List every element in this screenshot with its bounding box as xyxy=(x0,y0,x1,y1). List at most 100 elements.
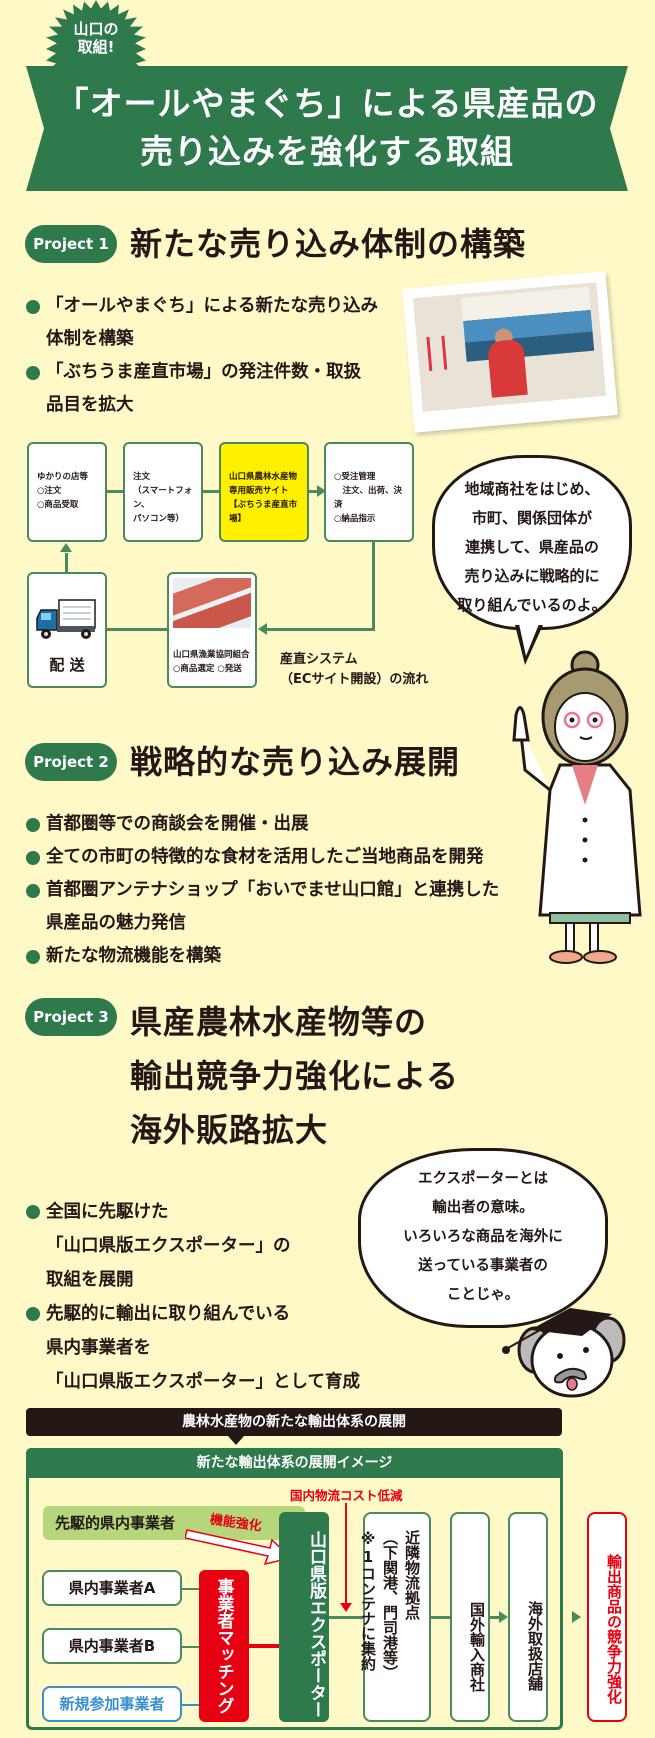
speech-line: エクスポーターとは xyxy=(417,1171,549,1187)
project-1-title: 新たな売り込み体制の構築 xyxy=(130,225,527,263)
hub-line-2: （下関港、門司港等） xyxy=(381,1530,399,1680)
bullet-text: 「ぶちうま産直市場」の発注件数・取扱 xyxy=(46,362,362,382)
flow-text: ゆかりの店等 xyxy=(37,472,89,482)
bullet-text: 新たな物流機能を構築 xyxy=(46,946,221,966)
project-1-badge: Project 1 xyxy=(25,225,117,263)
logistics-hub-box: 近隣物流拠点 （下関港、門司港等） ※1コンテナに集約 xyxy=(359,1512,431,1722)
function-arrow-icon xyxy=(185,1529,293,1566)
speech-line: 市町、関係団体が xyxy=(471,509,592,527)
speech-line: 輸出者の意味。 xyxy=(432,1200,534,1216)
bullet-item: 「ぶちうま産直市場」の発注件数・取扱 品目を拡大 xyxy=(26,356,406,422)
bullet-item: 首都圏等での商談会を開催・出展 xyxy=(26,808,546,841)
flow-box-fishery: 山口県漁業協同組合 ○商品選定 ○発送 xyxy=(167,572,257,688)
hub-line-3: ※1コンテナに集約 xyxy=(359,1530,377,1671)
title-line-3: 海外販路拡大 xyxy=(130,1111,329,1149)
bullet-item: 先駆的に輸出に取り組んでいる 県内事業者を 「山口県版エクスポーター」として育成 xyxy=(26,1297,386,1399)
flow-text: ○商品選定 ○発送 xyxy=(173,664,242,674)
speech-text-professor: エクスポーターとは 輸出者の意味。 いろいろな商品を海外に 送っている事業者の … xyxy=(358,1165,608,1310)
flow-text: 【ぶちうま産直市場】 xyxy=(229,500,298,524)
flow-text: ○商品受取 xyxy=(37,500,79,510)
matching-box: 事業者マッチング xyxy=(199,1570,249,1722)
flow-text: ○納品指示 xyxy=(334,514,376,524)
connector xyxy=(182,1646,200,1648)
cost-reduction-label: 国内物流コスト低減 xyxy=(290,1488,403,1503)
event-photo xyxy=(402,271,618,433)
bullet-text: 品目を拡大 xyxy=(46,395,134,415)
competitiveness-box: 輸出商品の競争力強化 xyxy=(587,1512,627,1722)
bullet-dot-icon xyxy=(26,818,40,832)
speech-line: 送っている事業者の xyxy=(418,1258,548,1274)
fish-photo xyxy=(173,578,251,628)
connector xyxy=(490,1616,500,1619)
hub-line-1: 近隣物流拠点 xyxy=(403,1530,421,1620)
title-line-2: 売り込みを強化する取組 xyxy=(140,132,514,171)
project-2-bullets: 首都圏等での商談会を開催・出展 全ての市町の特徴的な食材を活用したご当地商品を開… xyxy=(26,808,546,973)
bullet-item: 全ての市町の特徴的な食材を活用したご当地商品を開発 xyxy=(26,841,546,874)
flow-connector xyxy=(372,542,375,630)
bullet-text: 先駆的に輸出に取り組んでいる xyxy=(46,1304,291,1324)
flow-text: 専用販売サイト xyxy=(229,486,289,496)
truck-icon xyxy=(36,599,96,639)
connector xyxy=(182,1588,200,1590)
project-1-bullets: 「オールやまぐち」による新たな売り込み 体制を構築 「ぶちうま産直市場」の発注件… xyxy=(26,290,406,422)
flow-box-ec-site: 山口県農林水産物 専用販売サイト 【ぶちうま産直市場】 xyxy=(219,442,309,542)
bullet-dot-icon xyxy=(26,950,40,964)
bullet-text: 首都圏アンテナショップ「おいでませ山口館」と連携した xyxy=(46,880,500,900)
flow-text: （スマートフォン、 xyxy=(133,486,193,510)
woman-scientist-illustration xyxy=(512,650,642,964)
business-b-box: 県内事業者B xyxy=(42,1628,182,1664)
importer-box: 国外輸入商社 xyxy=(450,1512,490,1722)
flow-box-delivery: 配 送 xyxy=(27,572,107,688)
speech-text-woman: 地域商社をはじめ、 市町、関係団体が 連携して、県産品の 売り込みに戦略的に 取… xyxy=(432,475,632,620)
speech-tail-fill xyxy=(519,624,539,656)
photo-person-body xyxy=(487,338,528,398)
arrow-up-icon xyxy=(60,543,72,552)
bullet-dot-icon xyxy=(26,1307,40,1321)
flow-connector xyxy=(65,553,68,573)
arrow-right-icon xyxy=(572,1611,581,1623)
exporter-box: 山口県版エクスポーター xyxy=(279,1512,329,1722)
bullet-dot-icon xyxy=(26,366,40,380)
delivery-label: 配 送 xyxy=(49,656,85,674)
project-3-badge: Project 3 xyxy=(25,998,117,1036)
bullet-dot-icon xyxy=(26,884,40,898)
flow-text: 山口県漁業協同組合 xyxy=(173,650,250,660)
bullet-text: 県産品の魅力発信 xyxy=(46,913,186,933)
flow-text: 山口県農林水産物 xyxy=(229,472,298,482)
speech-bubble-professor xyxy=(358,1148,608,1328)
speech-line: 連携して、県産品の xyxy=(465,538,599,556)
speech-line: 地域商社をはじめ、 xyxy=(464,480,600,498)
badge-line-2: 取組! xyxy=(77,38,115,56)
flow-text: ○注文 xyxy=(37,486,62,496)
badge-line-1: 山口の xyxy=(73,20,119,38)
project-2-badge: Project 2 xyxy=(25,743,117,781)
title-banner xyxy=(26,66,628,191)
flow-connector xyxy=(107,628,168,631)
arrow-right-icon xyxy=(317,485,326,497)
professor-illustration xyxy=(502,1308,626,1398)
flow-box-order-management: ○受注管理 注文、出荷、決済 ○納品指示 xyxy=(324,442,414,542)
bullet-dot-icon xyxy=(26,851,40,865)
caption-line-2: （ECサイト開設）の流れ xyxy=(280,672,429,687)
export-section-title: 農林水産物の新たな輸出体系の展開 xyxy=(26,1408,562,1436)
photo-image xyxy=(412,282,607,412)
speech-line: 売り込みに戦略的に xyxy=(464,567,600,585)
speech-line: ことじゃ。 xyxy=(446,1287,520,1303)
speech-line: 取り組んでいるのよ。 xyxy=(457,596,607,614)
project-3-bullets: 全国に先駆けた 「山口県版エクスポーター」の 取組を展開 先駆的に輸出に取り組ん… xyxy=(26,1195,386,1399)
flow-text: パソコン等） xyxy=(133,514,185,524)
caption-line-1: 産直システム xyxy=(280,652,358,667)
title-line-1: 「オールやまぐち」による県産品の xyxy=(55,84,599,123)
business-a-box: 県内事業者A xyxy=(42,1570,182,1606)
photo-screen xyxy=(461,286,595,362)
connector xyxy=(182,1704,200,1706)
title-line-1: 県産農林水産物等の xyxy=(130,1003,428,1041)
arrow-down-icon xyxy=(340,1603,352,1612)
bullet-text: 首都圏等での商談会を開催・出展 xyxy=(46,814,309,834)
title-pointer xyxy=(228,1436,244,1445)
bullet-text: 県内事業者を xyxy=(46,1338,151,1358)
bullet-text: 全国に先駆けた xyxy=(46,1202,169,1222)
flow-caption: 産直システム （ECサイト開設）の流れ xyxy=(280,650,428,690)
flow-connector xyxy=(107,490,124,493)
bullet-dot-icon xyxy=(26,1205,40,1219)
